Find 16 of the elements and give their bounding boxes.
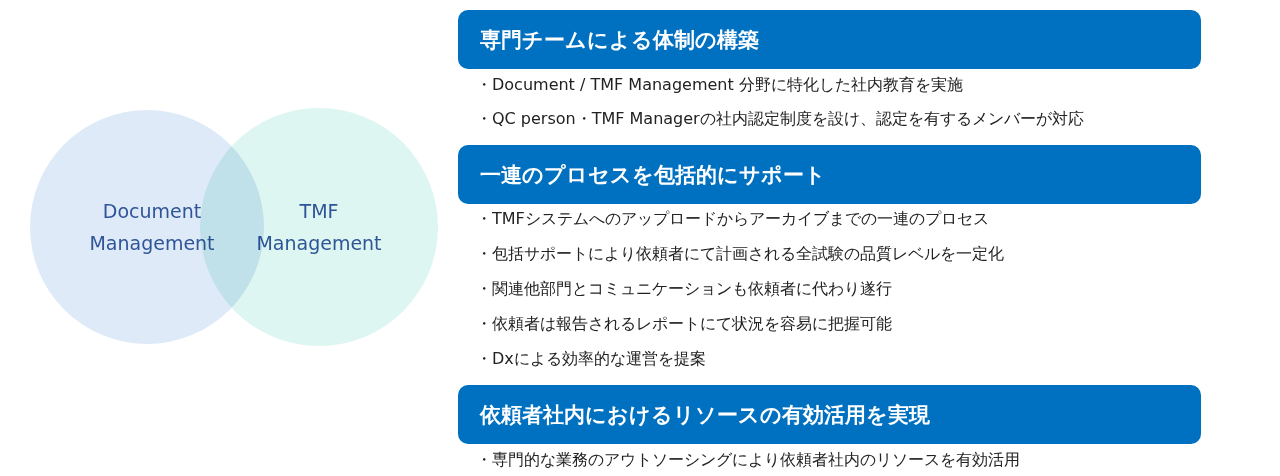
bullet-text: ・Document / TMF Management 分野に特化した社内教育を実施: [476, 74, 963, 96]
section-heading: 一連のプロセスを包括的にサポート: [480, 161, 826, 189]
section-header-bar: [458, 145, 1201, 204]
bullet-text: ・専門的な業務のアウトソーシングにより依頼者社内のリソースを有効活用: [476, 449, 1020, 471]
section-header-bar: [458, 10, 1201, 69]
bullet-text: ・QC person・TMF Managerの社内認定制度を設け、認定を有するメンバーが対応: [476, 108, 1084, 130]
section-header-bar: [458, 385, 1201, 444]
bullet-text: ・関連他部門とコミュニケーションも依頼者に代わり遂行: [476, 278, 892, 300]
section-heading: 専門チームによる体制の構築: [480, 26, 759, 54]
circle-label: TMF Management: [255, 199, 383, 256]
section-heading: 依頼者社内におけるリソースの有効活用を実現: [480, 401, 930, 429]
circle-label: Document Management: [88, 199, 216, 256]
bullet-text: ・依頼者は報告されるレポートにて状況を容易に把握可能: [476, 313, 892, 335]
bullet-text: ・TMFシステムへのアップロードからアーカイブまでの一連のプロセス: [476, 208, 989, 230]
bullet-text: ・包括サポートにより依頼者にて計画される全試験の品質レベルを一定化: [476, 243, 1004, 265]
bullet-text: ・Dxによる効率的な運営を提案: [476, 348, 706, 370]
